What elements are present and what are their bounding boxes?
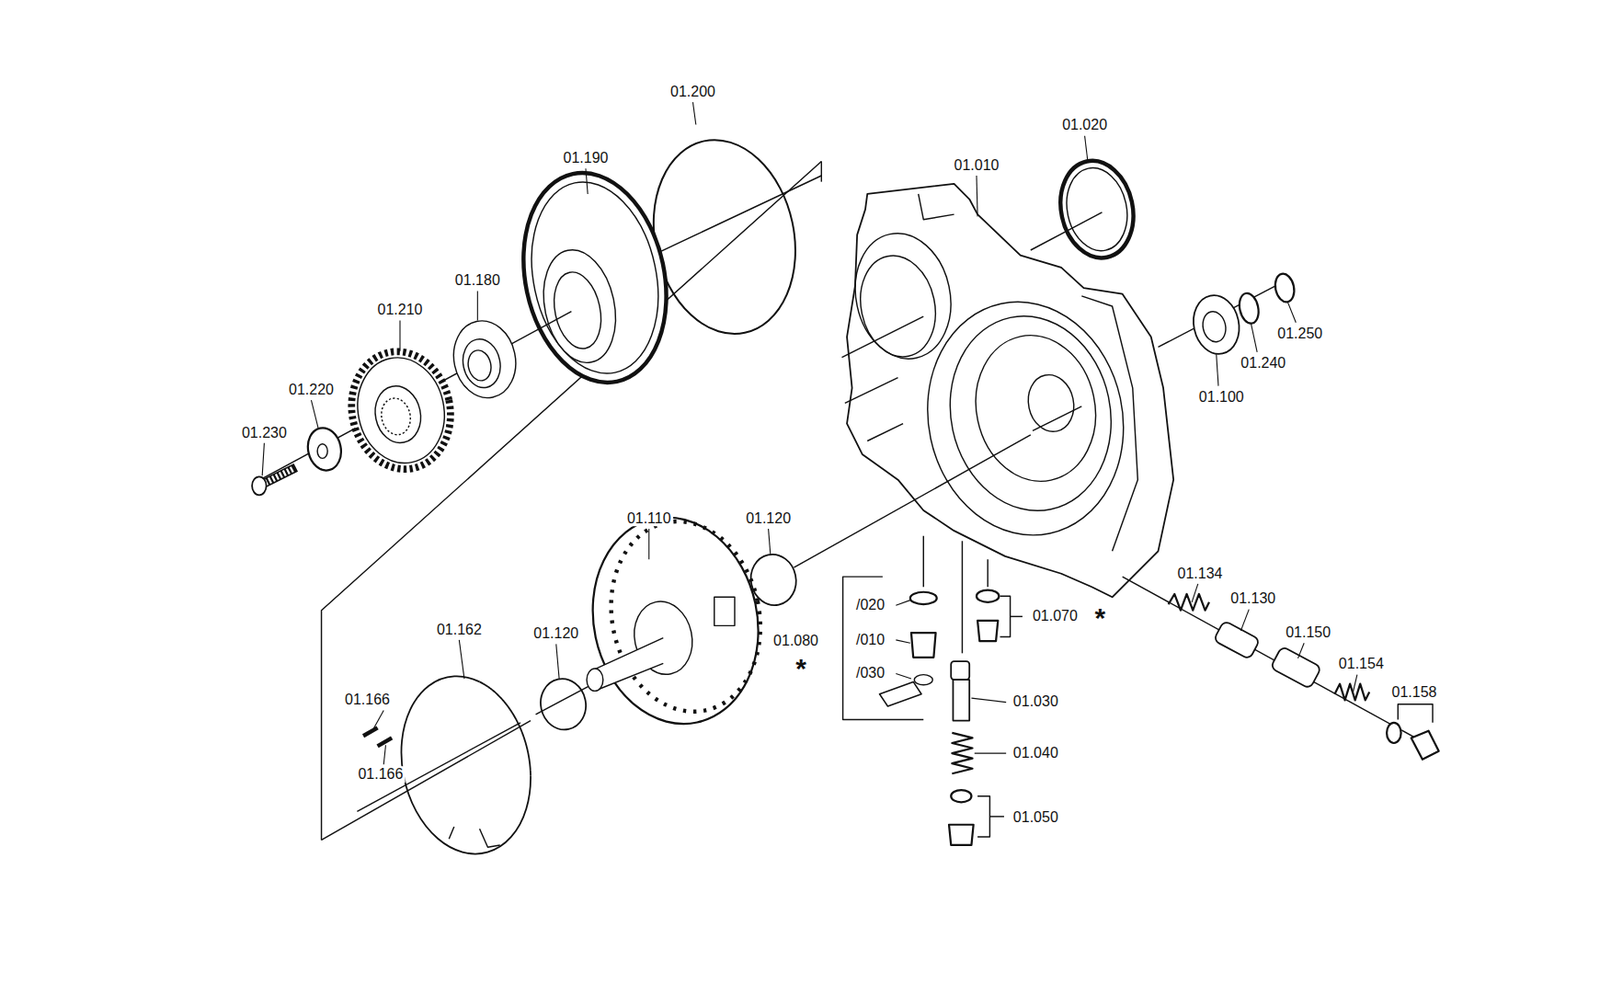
callout-number: 01.250: [1275, 325, 1325, 343]
callout-number: 01.040: [1011, 744, 1061, 762]
callout-number: 01.154: [1337, 656, 1386, 674]
callout-number: /020: [854, 596, 887, 614]
callout-number: 01.020: [1060, 117, 1109, 135]
callout-number: 01.134: [1176, 565, 1225, 583]
callout-number: 01.010: [952, 157, 1002, 174]
callout-number: 01.100: [1197, 388, 1246, 406]
callout-number: 01.070: [1030, 607, 1080, 625]
callout-number: 01.120: [531, 625, 581, 642]
callout-number: 01.162: [434, 621, 484, 639]
callout-number: 01.080: [771, 632, 821, 650]
callout-number: 01.210: [376, 302, 425, 320]
callout-number: 01.110: [625, 510, 674, 527]
callout-number: 01.120: [743, 510, 793, 527]
callout-number: 01.158: [1390, 685, 1440, 702]
callout-number: 01.030: [1011, 694, 1061, 711]
callout-number: 01.130: [1228, 591, 1278, 608]
callout-number: 01.166: [342, 691, 392, 709]
note-mark: *: [793, 651, 809, 683]
callout-number: 01.190: [560, 149, 610, 167]
callout-number: 01.050: [1011, 809, 1061, 826]
callout-number: 01.166: [355, 765, 405, 783]
note-mark: *: [1092, 602, 1108, 633]
callout-number: 01.180: [453, 272, 503, 289]
callout-number: /030: [854, 665, 887, 683]
callout-number: 01.240: [1238, 354, 1288, 372]
callout-number: 01.230: [240, 424, 289, 442]
callout-number: 01.200: [668, 83, 718, 101]
callout-number: 01.150: [1283, 624, 1333, 641]
callout-number: /010: [854, 631, 887, 649]
callout-number: 01.220: [286, 381, 336, 399]
